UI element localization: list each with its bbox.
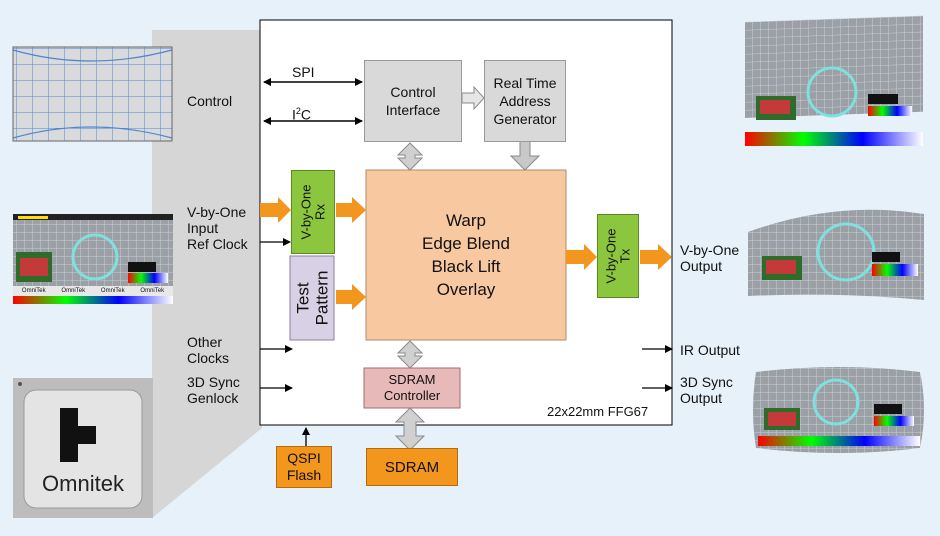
brand-cell: OmniTek bbox=[61, 288, 86, 294]
zoom-cone bbox=[152, 30, 262, 518]
sdram-controller-line-1: SDRAM bbox=[388, 372, 436, 387]
other-label: Other bbox=[187, 334, 223, 350]
core-line-black-lift: Black Lift bbox=[431, 257, 501, 276]
sdram-controller-block: SDRAM Controller bbox=[364, 368, 460, 408]
vbyone-input-label: V-by-One bbox=[187, 204, 247, 220]
omnitek-logo bbox=[13, 378, 153, 518]
omnitek-logo-text: Omnitek bbox=[42, 471, 124, 496]
warp-grid-image bbox=[12, 46, 173, 142]
vbyone-rx-line-2: Rx bbox=[312, 204, 328, 220]
vbyone-tx-line-2: Tx bbox=[617, 248, 633, 264]
tx-out-arrow bbox=[640, 244, 672, 270]
vbyone-output-label: V-by-One bbox=[680, 242, 740, 258]
test-pattern-brand-row: OmniTek OmniTek OmniTek OmniTek bbox=[14, 287, 172, 295]
output-label: Output bbox=[680, 258, 723, 274]
input-label: Input bbox=[187, 220, 219, 236]
brand-cell: OmniTek bbox=[21, 288, 46, 294]
i2c-label: I2C bbox=[292, 106, 312, 123]
test-pattern-line-1: Test bbox=[293, 282, 312, 314]
brand-cell: OmniTek bbox=[140, 288, 165, 294]
sync-output-label-2: Output bbox=[680, 390, 723, 406]
output-test-pattern-image-2 bbox=[748, 209, 924, 300]
sync-label: 3D Sync bbox=[187, 374, 240, 390]
ref-clock-label: Ref Clock bbox=[187, 236, 248, 252]
vbyone-tx-block: V-by-One Tx bbox=[597, 214, 639, 298]
genlock-label: Genlock bbox=[187, 390, 239, 406]
clocks-label: Clocks bbox=[187, 350, 230, 366]
test-pattern-block: Test Pattern bbox=[290, 256, 334, 340]
vbyone-rx-line-1: V-by-One bbox=[298, 184, 314, 240]
qspi-flash-line-2: Flash bbox=[286, 467, 322, 483]
core-line-edge-blend: Edge Blend bbox=[422, 234, 510, 253]
qspi-flash-line-1: QSPI bbox=[287, 450, 321, 466]
ir-output-label: IR Output bbox=[680, 342, 740, 358]
address-generator-line-1: Real Time bbox=[493, 75, 557, 91]
omnitek-mark-icon bbox=[60, 408, 96, 462]
core-sdramctrl-biarrow bbox=[396, 340, 424, 369]
ctrl-core-biarrow bbox=[396, 142, 424, 171]
sdram-controller-line-2: Controller bbox=[383, 388, 441, 403]
sync-output-label: 3D Sync bbox=[680, 374, 733, 390]
test-pattern-line-2: Pattern bbox=[312, 270, 331, 326]
sdram-block: SDRAM bbox=[366, 448, 458, 486]
ctrl-to-addr-arrow bbox=[461, 85, 485, 111]
vbyone-tx-line-1: V-by-One bbox=[603, 228, 619, 284]
tp-to-core-arrow bbox=[336, 284, 366, 310]
sdram-controller-block-shape bbox=[363, 367, 461, 409]
output-test-pattern-image-3 bbox=[753, 367, 924, 453]
test-pattern-block-shape bbox=[289, 255, 335, 341]
control-interface-line-1: Control bbox=[390, 84, 436, 100]
core-line-warp: Warp bbox=[446, 211, 486, 230]
address-generator-block: Real Time Address Generator bbox=[484, 60, 566, 142]
core-line-overlay: Overlay bbox=[436, 280, 496, 299]
address-generator-line-2: Address bbox=[499, 93, 551, 109]
qspi-flash-block: QSPI Flash bbox=[276, 446, 332, 488]
vbyone-in-arrow bbox=[260, 197, 291, 223]
control-label: Control bbox=[187, 93, 233, 109]
spi-label: SPI bbox=[292, 64, 315, 80]
rx-to-core-arrow bbox=[336, 197, 366, 223]
addr-to-core-arrow bbox=[509, 140, 541, 171]
input-test-pattern-image bbox=[13, 214, 173, 304]
address-generator-line-3: Generator bbox=[493, 111, 557, 127]
control-interface-line-2: Interface bbox=[385, 102, 441, 118]
core-block: Warp Edge Blend Black Lift Overlay bbox=[366, 170, 566, 340]
control-interface-block: Control Interface bbox=[364, 60, 462, 142]
brand-cell: OmniTek bbox=[100, 288, 125, 294]
core-to-tx-arrow bbox=[566, 244, 597, 270]
output-test-pattern-image-1 bbox=[745, 15, 923, 146]
vbyone-rx-block: V-by-One Rx bbox=[291, 170, 335, 254]
package-label: 22x22mm FFG67 bbox=[547, 404, 649, 419]
core-block-shape bbox=[365, 169, 567, 341]
